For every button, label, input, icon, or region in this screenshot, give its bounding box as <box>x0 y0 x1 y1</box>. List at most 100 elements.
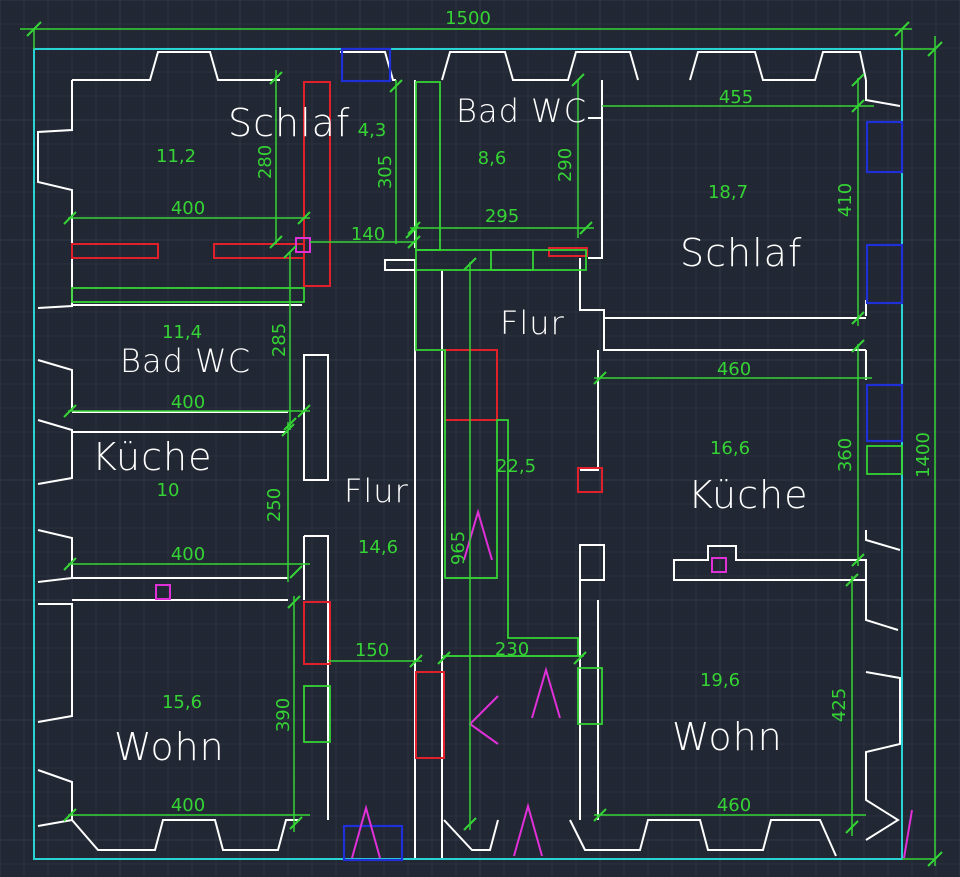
dim-label-410: 410 <box>835 183 856 217</box>
west-wall-lower <box>37 529 73 827</box>
room-dimensions: 400 280 400 285 400 250 400 390 140 <box>63 70 874 836</box>
dim-tick <box>851 73 865 87</box>
dim-tick <box>283 417 297 431</box>
dim-tick <box>289 816 303 830</box>
small-room-shaft <box>415 81 441 251</box>
bad-right-fixture <box>490 249 534 271</box>
room-name-schlaf-left: Schlaf <box>228 101 350 145</box>
east-wall <box>865 80 901 841</box>
south-wall-west <box>71 819 300 851</box>
window-east-3 <box>865 383 904 443</box>
dim-tick <box>463 257 477 271</box>
room-area-kueche-right: 16,6 <box>710 438 750 459</box>
flur-left-wall <box>303 535 329 820</box>
dim-label-455: 455 <box>719 87 753 108</box>
wohn-right-sill <box>577 667 603 725</box>
bad-right-sill <box>415 249 587 271</box>
room-name-wohn-right: Wohn <box>672 715 783 759</box>
door-schlaf-left <box>303 81 331 287</box>
wohn-left-sill <box>303 685 331 743</box>
dim-tick <box>297 211 311 225</box>
room-name-schlaf-right: Schlaf <box>680 231 802 275</box>
room-area-wohn-left: 15,6 <box>162 692 202 713</box>
chimney-2 <box>155 584 171 600</box>
dim-label-295: 295 <box>485 206 519 227</box>
room-area-bad-right: 8,6 <box>478 148 507 169</box>
kueche-right-north-wall <box>580 318 866 471</box>
west-wall-upper <box>37 80 73 309</box>
dim-tick <box>579 221 593 235</box>
dim-tick <box>573 651 587 665</box>
overall-width-label: 1500 <box>445 8 491 29</box>
stair-outline <box>415 270 579 657</box>
dim-tick <box>289 565 303 579</box>
overall-height-label: 1400 <box>913 432 934 478</box>
door-partition-1 <box>71 243 159 259</box>
dim-tick <box>63 404 77 418</box>
dim-label-425: 425 <box>829 688 850 722</box>
door-kueche-right <box>577 467 603 493</box>
dim-tick <box>851 339 865 353</box>
dim-tick <box>463 817 477 831</box>
room-areas: 11,2 11,4 10 15,6 4,3 8,6 14,6 22,5 18,7… <box>156 120 750 713</box>
room-name-bad-right: Bad WC <box>456 92 587 130</box>
dim-label-285: 285 <box>269 323 290 357</box>
door-wohn-left <box>303 601 331 665</box>
dim-label-400: 400 <box>171 544 205 565</box>
dim-tick <box>407 221 421 235</box>
dim-label-305: 305 <box>375 155 396 189</box>
dim-tick <box>845 573 859 587</box>
dim-tick <box>593 808 607 822</box>
dim-tick <box>269 235 283 249</box>
dim-tick <box>283 245 297 259</box>
dim-label-400: 400 <box>171 198 205 219</box>
room-area-schlaf-right: 18,7 <box>708 182 748 203</box>
dim-label-230: 230 <box>495 639 529 660</box>
dim-label-150: 150 <box>355 640 389 661</box>
kueche-right-sill <box>866 445 903 475</box>
window-north <box>340 47 392 83</box>
door-bad-right <box>548 247 588 257</box>
west-wall-mid <box>37 359 73 485</box>
dim-label-400: 400 <box>171 392 205 413</box>
dim-tick <box>593 371 607 385</box>
dim-label-400: 400 <box>171 795 205 816</box>
dim-tick <box>63 808 77 822</box>
south-wall-east <box>443 819 837 857</box>
room-area-wohn-right: 19,6 <box>700 670 740 691</box>
room-name-flur-left: Flur <box>344 472 409 510</box>
wohn-right-west-wall <box>579 580 599 820</box>
dim-label-965: 965 <box>448 531 469 565</box>
room-names: Schlaf Bad WC Küche Wohn Bad WC Flur Flu… <box>92 92 807 769</box>
west-partitions <box>72 304 302 601</box>
door-entrance <box>415 671 445 759</box>
dim-tick <box>851 311 865 325</box>
dim-label-360: 360 <box>835 438 856 472</box>
window-east-1 <box>865 120 904 174</box>
dim-tick <box>851 553 865 567</box>
fixtures <box>71 81 903 743</box>
windows <box>340 47 904 862</box>
room-area-kueche-left: 10 <box>157 480 180 501</box>
room-name-flur-right: Flur <box>500 304 565 342</box>
dim-label-460: 460 <box>717 795 751 816</box>
dim-tick <box>407 235 421 249</box>
stair-walls <box>414 270 443 858</box>
kueche-right-pillar <box>579 544 605 581</box>
room-area-schlaf-left: 11,2 <box>156 146 196 167</box>
arrow-up <box>531 666 561 719</box>
dim-tick <box>63 557 77 571</box>
room-name-bad-left: Bad WC <box>120 342 251 380</box>
partition-green <box>71 287 305 303</box>
window-east-2 <box>865 243 904 305</box>
walls <box>37 51 901 858</box>
dim-tick <box>63 211 77 225</box>
kueche-right-chimney-wall <box>673 545 867 581</box>
dim-label-460: 460 <box>717 359 751 380</box>
dim-label-280: 280 <box>255 145 276 179</box>
dim-tick <box>571 73 585 87</box>
dim-tick <box>437 651 451 665</box>
dim-label-140: 140 <box>351 224 385 245</box>
dim-tick <box>269 71 283 85</box>
overall-dimensions: 1500 1400 <box>20 8 943 867</box>
